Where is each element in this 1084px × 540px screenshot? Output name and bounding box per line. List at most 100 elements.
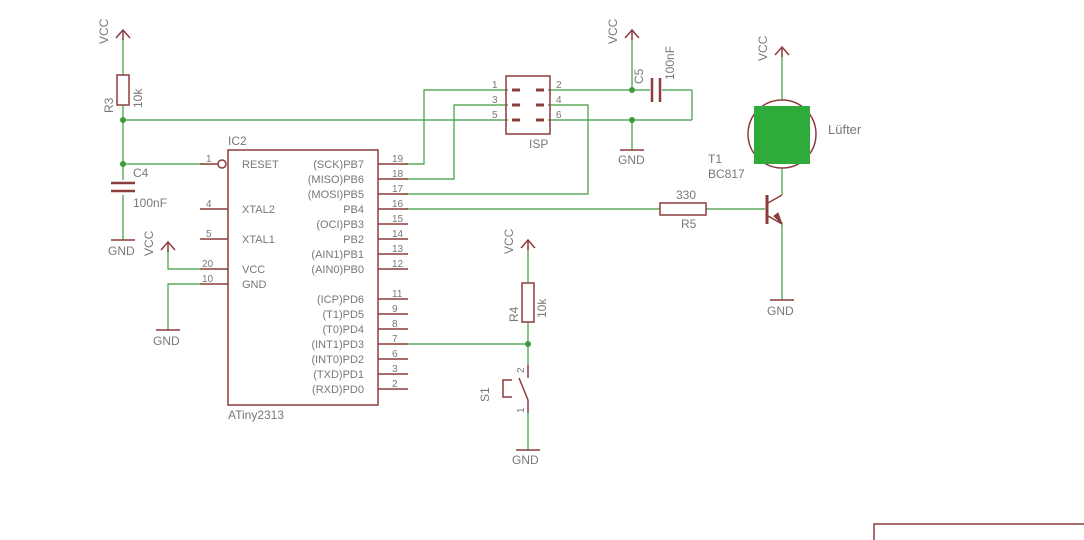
c4-value: 100nF <box>133 196 167 210</box>
s1-name: S1 <box>478 387 492 402</box>
pin-number: 12 <box>392 259 404 270</box>
pin-label: (RXD)PD0 <box>312 384 364 396</box>
pin-number: 11 <box>392 289 403 300</box>
pin-number: 7 <box>392 334 398 345</box>
vcc-label: VCC <box>142 230 156 256</box>
gnd-label: GND <box>153 334 180 348</box>
vcc-label: VCC <box>97 18 111 44</box>
r4-name: R4 <box>507 306 521 322</box>
vcc-label: VCC <box>502 228 516 254</box>
pin-label: (MISO)PB6 <box>308 174 364 186</box>
ic2-right-pins: (SCK)PB7 19 (MISO)PB6 18 (MOSI)PB5 17 PB… <box>308 154 404 396</box>
pin-label: RESET <box>242 159 279 171</box>
pin-label: (INT0)PD2 <box>311 354 364 366</box>
pin-label: (INT1)PD3 <box>311 339 364 351</box>
pin-label: (OCI)PB3 <box>316 219 364 231</box>
pin-number: 13 <box>392 244 404 255</box>
pin-label: PB4 <box>343 204 364 216</box>
s1-pin1: 1 <box>516 407 527 413</box>
resistor-r5 <box>659 202 707 216</box>
c5-value: 100nF <box>663 46 677 80</box>
junction-dot <box>120 117 126 123</box>
pin-label: (T1)PD5 <box>322 309 364 321</box>
isp-connector <box>505 75 551 135</box>
pin-number: 10 <box>202 274 214 285</box>
resistor-r4 <box>521 282 535 323</box>
pin-label: (ICP)PD6 <box>317 294 364 306</box>
pin-number: 20 <box>202 259 214 270</box>
r3-value: 10k <box>131 88 145 108</box>
pin-number: 14 <box>392 229 404 240</box>
pin-label: GND <box>242 279 267 291</box>
pin-label: PB2 <box>343 234 364 246</box>
pin-label: VCC <box>242 264 265 276</box>
vcc-symbol-ic <box>160 240 176 252</box>
pin-label: (SCK)PB7 <box>313 159 364 171</box>
junction-dot <box>629 117 635 123</box>
r5-value: 330 <box>676 188 696 202</box>
junction-dot <box>629 87 635 93</box>
capacitor-c5 <box>650 78 662 102</box>
isp-pin-number: 4 <box>556 95 562 106</box>
isp-pin-number: 2 <box>556 80 562 91</box>
pin-label: (AIN0)PB0 <box>311 264 364 276</box>
pin-number: 8 <box>392 319 398 330</box>
pin-number: 1 <box>206 154 212 165</box>
vcc-symbol-r4 <box>520 238 536 250</box>
pin-number: 9 <box>392 304 398 315</box>
pin-number: 4 <box>206 199 212 210</box>
vcc-symbol-r3 <box>115 28 131 40</box>
gnd-label: GND <box>512 453 539 467</box>
pin-label: (AIN1)PB1 <box>311 249 364 261</box>
isp-pin-number: 5 <box>492 110 498 121</box>
vcc-label: VCC <box>606 18 620 44</box>
isp-name: ISP <box>529 137 548 151</box>
pin-number: 18 <box>392 169 404 180</box>
pin-number: 3 <box>392 364 398 375</box>
pin-number: 5 <box>206 229 212 240</box>
isp-pin-number: 3 <box>492 95 498 106</box>
isp-pin-number: 1 <box>492 80 498 91</box>
pin-number: 2 <box>392 379 398 390</box>
r3-name: R3 <box>102 97 116 113</box>
c4-name: C4 <box>133 166 149 180</box>
t1-value: BC817 <box>708 167 745 181</box>
switch-s1 <box>502 365 529 413</box>
ic2-body <box>200 149 408 406</box>
ic2-name: IC2 <box>228 134 247 148</box>
pin-number: 19 <box>392 154 404 165</box>
vcc-label: VCC <box>756 35 770 61</box>
pin-number: 6 <box>392 349 398 360</box>
r5-name: R5 <box>681 217 697 231</box>
transistor-t1 <box>765 194 783 225</box>
pin-label: (TXD)PD1 <box>313 369 364 381</box>
pin-label: XTAL1 <box>242 234 275 246</box>
gnd-label: GND <box>108 244 135 258</box>
ic2-value: ATiny2313 <box>228 408 284 422</box>
junction-dot <box>120 161 126 167</box>
fan-motor <box>747 99 817 169</box>
isp-pin-number: 6 <box>556 110 562 121</box>
pin-number: 17 <box>392 184 404 195</box>
drawing-frame-corner <box>873 523 1084 540</box>
pin-number: 16 <box>392 199 404 210</box>
r4-value: 10k <box>535 298 549 318</box>
pin-label: XTAL2 <box>242 204 275 216</box>
vcc-symbol-isp <box>624 28 640 40</box>
s1-pin2: 2 <box>516 367 527 373</box>
pin-number: 15 <box>392 214 404 225</box>
junction-dot <box>525 341 531 347</box>
junctions <box>120 87 635 347</box>
t1-name: T1 <box>708 152 722 166</box>
gnd-label: GND <box>767 304 794 318</box>
fan-label: Lüfter <box>828 122 862 137</box>
gnd-label: GND <box>618 153 645 167</box>
capacitor-c4 <box>111 181 135 193</box>
c5-name: C5 <box>632 68 646 84</box>
pin-label: (MOSI)PB5 <box>308 189 364 201</box>
resistor-r3 <box>116 74 130 106</box>
wires <box>122 38 783 450</box>
pin-label: (T0)PD4 <box>322 324 364 336</box>
vcc-symbol-fan <box>774 45 790 57</box>
